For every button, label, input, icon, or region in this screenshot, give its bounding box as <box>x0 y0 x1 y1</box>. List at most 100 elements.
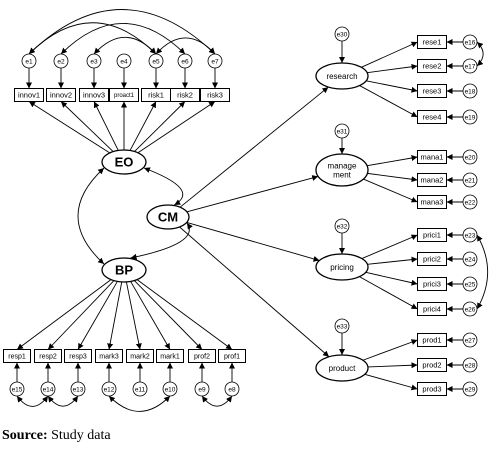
svg-text:mark3: mark3 <box>99 354 119 361</box>
svg-text:e12: e12 <box>104 386 115 393</box>
indicator-mana1: mana1 <box>417 150 447 164</box>
loading-research-rese2 <box>367 63 418 74</box>
svg-text:BP: BP <box>115 263 133 278</box>
indicator-mark2: mark2 <box>126 349 154 363</box>
svg-text:e13: e13 <box>73 386 84 393</box>
indicator-prod2: prod2 <box>417 358 447 372</box>
svg-text:e24: e24 <box>465 256 476 263</box>
indicator-prod1: prod1 <box>417 333 447 347</box>
indicator-innov2: innov2 <box>46 88 76 102</box>
loading-bp-prof1 <box>136 279 233 350</box>
loading-bp-prof2 <box>134 280 203 350</box>
indicator-risk3: risk3 <box>200 88 230 102</box>
svg-text:prod2: prod2 <box>422 361 441 370</box>
error-term-e2: e2 <box>53 53 69 69</box>
covariance-e15-e14 <box>16 395 49 407</box>
indicator-resp2: resp2 <box>34 349 62 363</box>
svg-text:e31: e31 <box>337 128 348 135</box>
loading-eo-risk3 <box>137 101 216 154</box>
error-term-e23: e23 <box>462 227 478 243</box>
svg-text:e19: e19 <box>465 114 476 121</box>
indicator-prof2: prof2 <box>188 349 216 363</box>
error-term-e17: e17 <box>462 58 478 74</box>
loading-research-rese4 <box>359 85 418 118</box>
loading-product-prod2 <box>367 362 418 369</box>
error-term-e28: e28 <box>462 357 478 373</box>
indicator-proact1: proact1 <box>109 88 139 102</box>
loading-management-mana3 <box>363 178 418 203</box>
loading-product-prod3 <box>364 373 418 391</box>
loading-eo-innov3 <box>93 101 119 151</box>
loading-eo-innov1 <box>28 101 110 154</box>
path-cm-management <box>186 175 319 213</box>
svg-text:e33: e33 <box>337 323 348 330</box>
loading-bp-resp2 <box>47 280 115 350</box>
svg-text:risk2: risk2 <box>177 91 193 100</box>
indicator-prof1: prof1 <box>218 349 246 363</box>
error-term-e10: e10 <box>162 381 178 397</box>
svg-text:prof2: prof2 <box>194 354 210 361</box>
error-term-e4: e4 <box>116 53 132 69</box>
svg-text:rese4: rese4 <box>423 113 442 122</box>
covariance-eo-bp <box>77 167 105 265</box>
svg-text:rese3: rese3 <box>423 87 442 96</box>
svg-text:prod1: prod1 <box>422 336 441 345</box>
svg-text:risk1: risk1 <box>148 91 164 100</box>
covariance-e14-e13 <box>47 395 79 407</box>
svg-text:resp1: resp1 <box>8 354 26 361</box>
loading-bp-resp1 <box>16 279 112 350</box>
svg-text:product: product <box>329 364 356 373</box>
svg-text:prod3: prod3 <box>422 385 441 394</box>
svg-text:prof1: prof1 <box>224 354 240 361</box>
loading-pricing-prici2 <box>367 256 418 265</box>
error-term-e30: e30 <box>334 26 350 42</box>
svg-text:mana1: mana1 <box>421 153 444 162</box>
covariance-e1-e5 <box>28 22 157 55</box>
path-cm-research <box>179 86 329 208</box>
latent-pricing: pricing <box>315 253 369 281</box>
indicator-prici3: prici3 <box>417 277 447 291</box>
loading-management-mana1 <box>366 155 418 167</box>
svg-text:e23: e23 <box>465 232 476 239</box>
svg-text:e25: e25 <box>465 281 476 288</box>
caption-label: Source: <box>2 428 48 443</box>
svg-text:e14: e14 <box>43 386 54 393</box>
path-cm-product <box>179 226 330 358</box>
covariance-e3-e5 <box>93 36 157 55</box>
indicator-mana3: mana3 <box>417 195 447 209</box>
svg-text:research: research <box>326 72 357 81</box>
error-term-e1: e1 <box>21 53 37 69</box>
svg-text:e20: e20 <box>465 154 476 161</box>
error-term-e7: e7 <box>207 53 223 69</box>
svg-text:e21: e21 <box>465 177 476 184</box>
svg-text:prici4: prici4 <box>423 305 441 314</box>
svg-text:prici1: prici1 <box>423 231 441 240</box>
indicator-innov1: innov1 <box>14 88 44 102</box>
covariance-e12-e10 <box>108 395 171 412</box>
svg-text:rese2: rese2 <box>423 62 442 71</box>
error-term-e12: e12 <box>101 381 117 397</box>
connector-layer <box>14 9 489 412</box>
svg-text:mark1: mark1 <box>160 354 180 361</box>
indicator-risk2: risk2 <box>170 88 200 102</box>
covariance-e5-e7 <box>155 37 216 55</box>
latent-product: product <box>315 354 369 382</box>
error-term-e31: e31 <box>334 123 350 139</box>
svg-text:e8: e8 <box>228 386 236 393</box>
svg-text:e2: e2 <box>57 58 65 65</box>
svg-text:mark2: mark2 <box>130 354 150 361</box>
error-term-e33: e33 <box>334 318 350 334</box>
svg-text:e11: e11 <box>135 386 146 393</box>
svg-text:prici3: prici3 <box>423 280 441 289</box>
error-term-e26: e26 <box>462 301 478 317</box>
loading-eo-innov2 <box>60 101 114 152</box>
indicator-rese3: rese3 <box>417 84 447 98</box>
error-term-e5: e5 <box>148 53 164 69</box>
error-term-e24: e24 <box>462 251 478 267</box>
indicator-prici4: prici4 <box>417 302 447 316</box>
svg-text:e16: e16 <box>465 39 476 46</box>
indicator-rese4: rese4 <box>417 110 447 124</box>
